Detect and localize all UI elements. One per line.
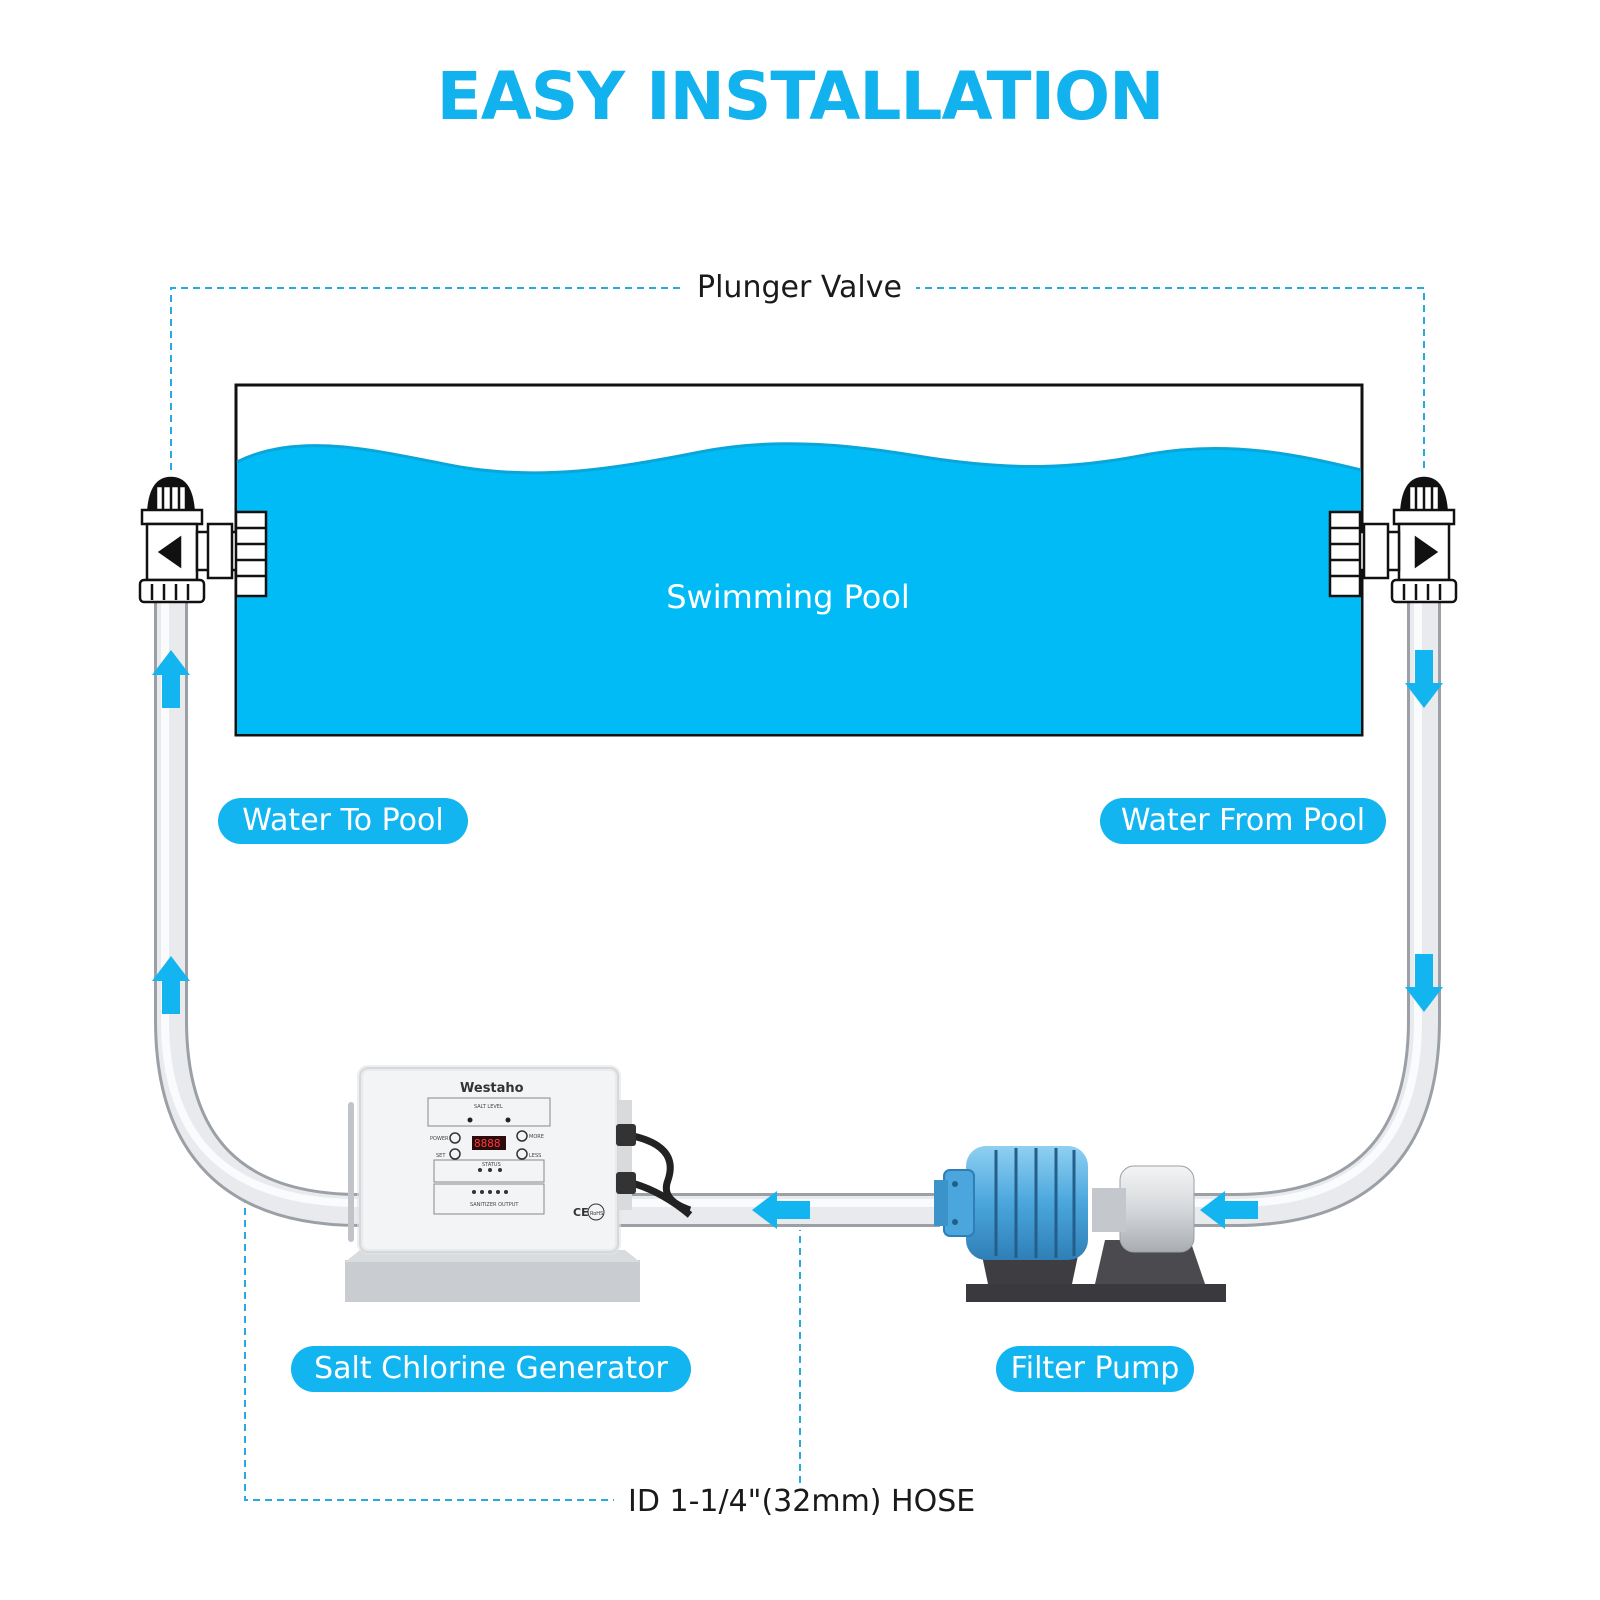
salt-chlorine-generator-badge: Salt Chlorine Generator — [291, 1346, 691, 1392]
ce-mark: CE — [573, 1206, 589, 1219]
swimming-pool — [234, 383, 1364, 737]
left-hose — [154, 600, 520, 1227]
pool-water — [237, 443, 1361, 734]
led-display: 8888 — [474, 1137, 501, 1150]
arrow-down-icon — [1405, 954, 1443, 1012]
arrow-left-icon — [752, 1191, 810, 1229]
rohs-mark: RoHS — [590, 1211, 603, 1217]
arrow-left-icon — [1200, 1191, 1258, 1229]
flow-arrows — [152, 650, 1443, 1229]
status-text: STATUS — [482, 1162, 501, 1168]
less-text: LESS — [529, 1153, 541, 1159]
arrow-down-icon — [1405, 650, 1443, 708]
power-text: POWER — [430, 1136, 449, 1142]
more-text: MORE — [529, 1134, 544, 1140]
left-plunger-valve — [138, 476, 268, 604]
page-title: EASY INSTALLATION — [436, 58, 1165, 135]
water-to-pool-badge: Water To Pool — [218, 798, 468, 844]
water-from-pool-badge: Water From Pool — [1100, 798, 1386, 844]
swimming-pool-label: Swimming Pool — [666, 578, 910, 616]
set-text: SET — [436, 1153, 446, 1159]
salt-level-text: SALT LEVEL — [474, 1104, 503, 1110]
salt-chlorine-generator — [345, 1065, 693, 1302]
sanitizer-output-text: SANITIZER OUTPUT — [470, 1202, 519, 1208]
filter-pump — [934, 1146, 1226, 1302]
hose-bracket — [244, 1196, 801, 1501]
filter-pump-badge: Filter Pump — [996, 1346, 1194, 1392]
right-hose — [1150, 600, 1441, 1227]
arrow-up-icon — [152, 650, 190, 708]
plunger-valve-label: Plunger Valve — [683, 270, 916, 305]
generator-brand: Westaho — [460, 1081, 524, 1096]
right-plunger-valve — [1328, 476, 1458, 604]
hose-label: ID 1-1/4"(32mm) HOSE — [614, 1484, 990, 1519]
arrow-up-icon — [152, 956, 190, 1014]
